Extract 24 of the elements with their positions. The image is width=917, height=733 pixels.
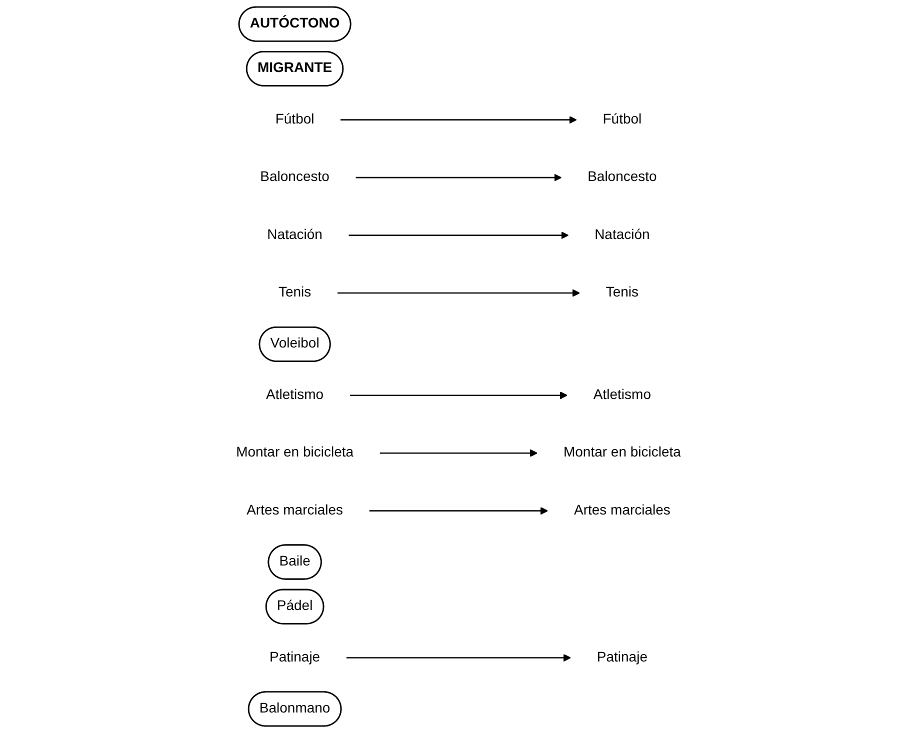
node-text: Patinaje	[596, 650, 648, 665]
node-text: Tenis	[606, 285, 639, 300]
node-text: Montar en bicicleta	[563, 445, 681, 460]
node-text: Montar en bicicleta	[236, 445, 354, 460]
arrow	[350, 392, 568, 400]
node-text: Fútbol	[275, 112, 314, 127]
node-text: Natación	[267, 227, 322, 242]
node-text: Atletismo	[593, 387, 651, 402]
node-text: Natación	[594, 227, 650, 242]
arrow	[356, 174, 562, 182]
node-text: Patinaje	[270, 650, 320, 665]
arrow	[380, 449, 538, 457]
node-text: Atletismo	[266, 387, 324, 402]
node-text: Baloncesto	[260, 170, 330, 185]
arrow	[369, 506, 548, 515]
node-text: Artes marciales	[246, 502, 344, 518]
node-text: Fútbol	[602, 112, 642, 127]
arrow	[337, 289, 580, 297]
node-text: Baloncesto	[588, 170, 657, 185]
arrow	[348, 231, 569, 240]
arrow	[340, 116, 577, 124]
node-text: Tenis	[278, 285, 312, 300]
node-text: Artes marciales	[574, 502, 670, 518]
arrow	[346, 654, 572, 662]
